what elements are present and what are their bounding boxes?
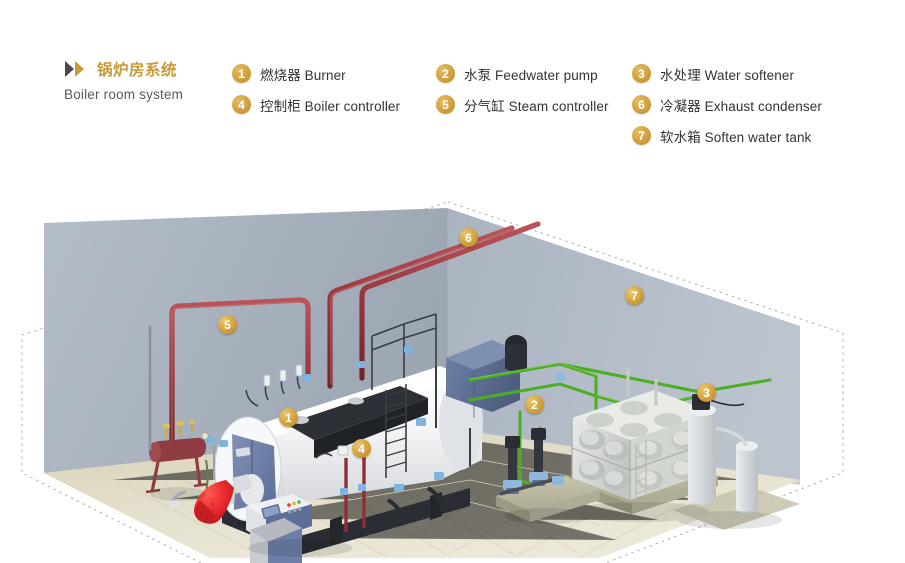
legend-column-3: 3 水处理 Water softener 6 冷凝器 Exhaust conde… (632, 58, 822, 151)
legend-badge-4: 4 (232, 95, 251, 114)
legend-label-4: 控制柜 Boiler controller (260, 98, 401, 114)
legend-column-2: 2 水泵 Feedwater pump 5 分气缸 Steam controll… (436, 58, 609, 120)
legend-item-water-softener: 3 水处理 Water softener (632, 58, 822, 89)
legend-badge-6: 6 (632, 95, 651, 114)
page-subtitle: Boiler room system (64, 87, 184, 102)
header: 锅炉房系统 Boiler room system 1 燃烧器 Burner 4 … (0, 0, 905, 150)
legend-badge-1: 1 (232, 64, 251, 83)
boiler-unit (214, 366, 483, 555)
boiler-access-platform (371, 313, 471, 478)
blowdown-headers (386, 472, 445, 525)
burner (170, 474, 252, 524)
valve-icon (302, 346, 426, 426)
water-softener (672, 394, 800, 530)
legend-label-2: 水泵 Feedwater pump (464, 67, 598, 83)
legend-column-1: 1 燃烧器 Burner 4 控制柜 Boiler controller (232, 58, 400, 120)
boiler-valve-trees (245, 346, 426, 426)
brass-valve-icon (162, 419, 196, 438)
brand-block: 锅炉房系统 Boiler room system (64, 58, 234, 102)
legend-item-steam-controller: 5 分气缸 Steam controller (436, 89, 609, 120)
boiler-room-scene: 1 2 3 4 5 6 7 (0, 128, 905, 563)
scene-pin-soften-water-tank[interactable]: 7 (625, 286, 644, 305)
scene-pin-boiler-controller[interactable]: 4 (352, 439, 371, 458)
legend-item-feedwater-pump: 2 水泵 Feedwater pump (436, 58, 609, 89)
legend-badge-3: 3 (632, 64, 651, 83)
scene-pin-water-softener[interactable]: 3 (697, 383, 716, 402)
legend-badge-5: 5 (436, 95, 455, 114)
legend-item-boiler-controller: 4 控制柜 Boiler controller (232, 89, 400, 120)
legend-label-7: 软水箱 Soften water tank (660, 129, 812, 145)
legend-label-3: 水处理 Water softener (660, 67, 795, 83)
legend-label-6: 冷凝器 Exhaust condenser (660, 98, 822, 114)
legend-badge-2: 2 (436, 64, 455, 83)
legend-label-1: 燃烧器 Burner (260, 67, 346, 83)
legend-item-burner: 1 燃烧器 Burner (232, 58, 400, 89)
scene-pin-burner[interactable]: 1 (279, 408, 298, 427)
scene-shadows (150, 487, 782, 557)
scene-pin-steam-controller[interactable]: 5 (218, 315, 237, 334)
legend-item-exhaust-condenser: 6 冷凝器 Exhaust condenser (632, 89, 822, 120)
boiler-controller-cabinet (246, 494, 312, 563)
feedwater-pump-skid (496, 428, 600, 522)
page-title: 锅炉房系统 (97, 62, 178, 79)
steam-controller (145, 419, 209, 494)
double-chevron-icon (64, 60, 90, 78)
legend-badge-7: 7 (632, 126, 651, 145)
legend-label-5: 分气缸 Steam controller (464, 98, 609, 114)
legend-item-soften-water-tank: 7 软水箱 Soften water tank (632, 120, 822, 151)
scene-pin-feedwater-pump[interactable]: 2 (525, 395, 544, 414)
scene-pin-exhaust-condenser[interactable]: 6 (459, 228, 478, 247)
